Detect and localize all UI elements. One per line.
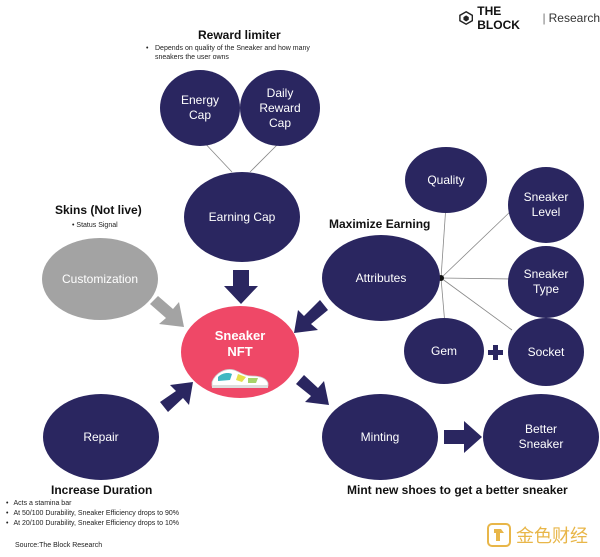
increase-duration-title: Increase Duration	[51, 483, 153, 497]
arrow-repair-to-nft	[160, 382, 193, 412]
repair-notes: Acts a stamina bar At 50/100 Durability,…	[6, 499, 179, 529]
skins-note: • Status Signal	[72, 222, 118, 229]
earning-cap-node: Earning Cap	[184, 172, 300, 262]
socket-node: Socket	[508, 318, 584, 386]
arrow-earning-to-nft	[224, 270, 258, 304]
repair-note: Acts a stamina bar	[6, 499, 179, 509]
minting-title: Mint new shoes to get a better sneaker	[347, 483, 568, 497]
daily-reward-cap-node: Daily Reward Cap	[240, 70, 320, 146]
brand-logo: THE BLOCK | Research	[459, 4, 600, 32]
maximize-earning-title: Maximize Earning	[329, 217, 431, 231]
arrow-minting-to-better	[444, 421, 482, 453]
attributes-node: Attributes	[322, 235, 440, 321]
sneaker-type-node: Sneaker Type	[508, 246, 584, 318]
attribute-lines	[440, 204, 513, 331]
repair-note: At 50/100 Durability, Sneaker Efficiency…	[6, 509, 179, 519]
minting-node: Minting	[322, 394, 438, 480]
customization-node: Customization	[42, 238, 158, 320]
energy-cap-node: Energy Cap	[160, 70, 240, 146]
better-sneaker-node: Better Sneaker	[483, 394, 599, 480]
repair-node: Repair	[43, 394, 159, 480]
reward-limiter-note: • Depends on quality of the Sneaker and …	[146, 45, 310, 61]
reward-limiter-title: Reward limiter	[198, 28, 281, 42]
plus-sign	[488, 345, 503, 360]
sneaker-nft-node: Sneaker NFT	[181, 306, 299, 398]
arrow-attributes-to-nft	[294, 300, 328, 333]
arrow-customization-to-nft	[150, 296, 184, 327]
repair-note: At 20/100 Durability, Sneaker Efficiency…	[6, 519, 179, 529]
arrow-nft-to-minting	[296, 375, 329, 405]
quality-node: Quality	[405, 147, 487, 213]
brand-section: Research	[548, 11, 600, 25]
watermark: 金色财经	[487, 522, 588, 548]
brand-separator: |	[542, 11, 546, 25]
sneaker-icon	[211, 369, 269, 388]
watermark-text: 金色财经	[516, 526, 588, 547]
watermark-logo-icon	[487, 523, 511, 547]
cube-icon	[459, 10, 474, 26]
skins-title: Skins (Not live)	[55, 203, 142, 217]
gem-node: Gem	[404, 318, 484, 384]
source-note: Source:The Block Research	[15, 542, 103, 549]
sneaker-level-node: Sneaker Level	[508, 167, 584, 243]
brand-name: THE BLOCK	[477, 4, 520, 32]
